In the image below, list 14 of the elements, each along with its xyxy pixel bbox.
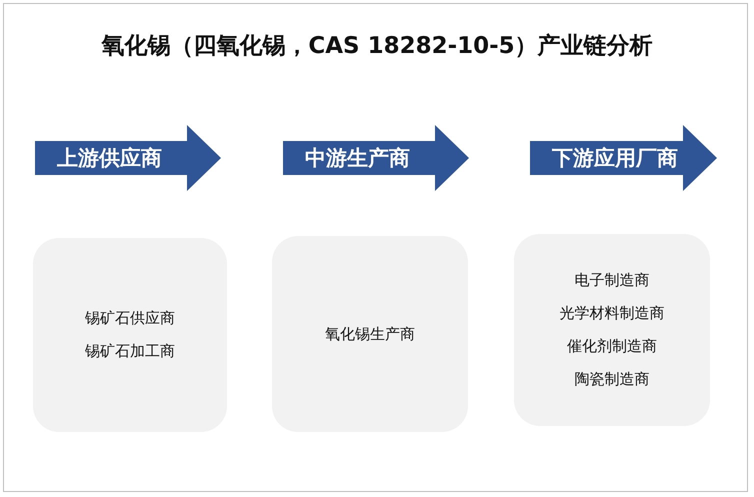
list-item: 氧化锡生产商 — [325, 324, 415, 344]
list-item: 电子制造商 — [574, 271, 650, 290]
arrow-banner — [530, 125, 717, 191]
list-item: 催化剂制造商 — [567, 337, 657, 356]
title: 氧化锡（四氧化锡，CAS 18282-10-5）产业链分析 — [100, 32, 654, 61]
list-item: 陶瓷制造商 — [574, 370, 650, 389]
list-item: 锡矿石加工商 — [85, 342, 175, 361]
stage-label: 上游供应商 — [56, 144, 162, 172]
list-item: 锡矿石供应商 — [85, 309, 175, 328]
stage-label: 下游应用厂商 — [551, 144, 678, 172]
stage-label: 中游生产商 — [304, 144, 410, 172]
arrow-banner — [35, 125, 221, 191]
list-item: 光学材料制造商 — [560, 304, 664, 323]
arrow-banner — [283, 125, 469, 191]
